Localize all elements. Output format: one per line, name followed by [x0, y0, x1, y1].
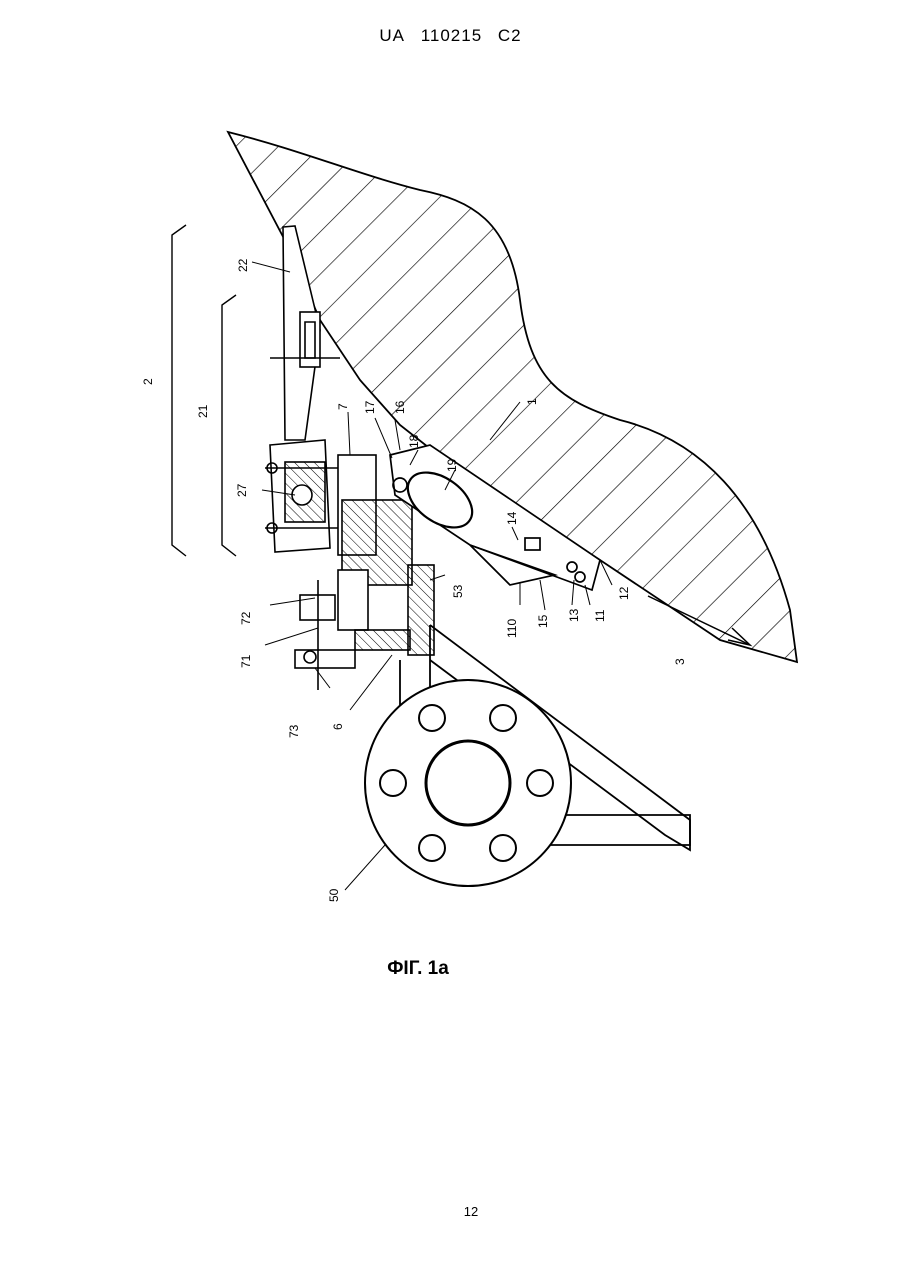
label-14: 14	[505, 511, 519, 525]
label-73: 73	[287, 724, 301, 738]
label-50: 50	[327, 888, 341, 902]
label-15: 15	[536, 614, 550, 628]
label-13: 13	[567, 608, 581, 622]
flange-disc	[365, 680, 571, 886]
dimension-brackets	[172, 225, 236, 556]
figure-caption: ФІГ. 1а	[0, 958, 836, 980]
label-12: 12	[617, 586, 631, 600]
label-2: 2	[141, 378, 155, 385]
label-72: 72	[239, 611, 253, 625]
label-21: 21	[196, 404, 210, 418]
label-17: 17	[363, 400, 377, 414]
label-27: 27	[235, 483, 249, 497]
label-71: 71	[239, 654, 253, 668]
label-19: 19	[445, 458, 459, 472]
label-16: 16	[393, 400, 407, 414]
label-11: 11	[593, 609, 607, 622]
label-6: 6	[331, 723, 345, 730]
label-18: 18	[407, 434, 421, 448]
label-22: 22	[236, 258, 250, 272]
label-53: 53	[451, 584, 465, 598]
page-number: 12	[0, 1204, 901, 1219]
hatched-body	[228, 132, 797, 662]
label-7: 7	[336, 403, 350, 410]
label-1: 1	[525, 398, 539, 405]
label-3: 3	[673, 658, 687, 665]
label-110: 110	[505, 619, 519, 638]
